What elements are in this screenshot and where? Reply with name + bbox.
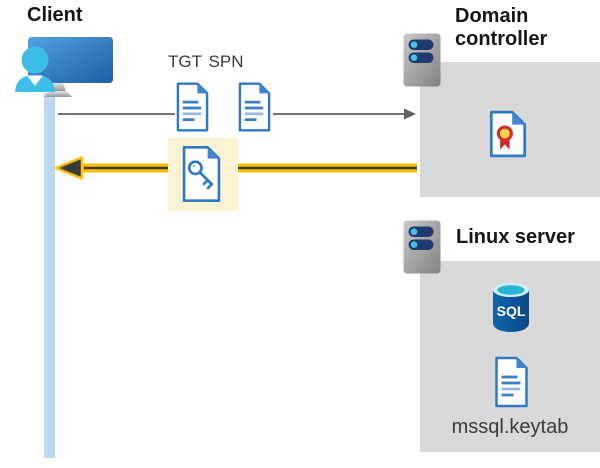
- spn-label: SPN: [208, 52, 244, 71]
- key-icon: [187, 160, 214, 190]
- client-icon: [15, 37, 113, 97]
- certificate-icon: [489, 110, 527, 158]
- client-lifeline: [44, 93, 55, 458]
- keytab-document-icon: [495, 356, 528, 408]
- person-icon: [15, 46, 55, 92]
- tgt-label: TGT: [168, 52, 202, 71]
- response-arrow-left: [54, 156, 417, 180]
- request-arrow-right: [58, 108, 416, 120]
- tgt-document-icon: [176, 82, 209, 132]
- domain-controller-label: Domain controller: [455, 5, 548, 50]
- sql-icon-text: SQL: [497, 303, 526, 319]
- linux-server-label: Linux server: [456, 226, 575, 248]
- sql-database-icon: SQL: [493, 283, 529, 332]
- keytab-filename-label: mssql.keytab: [451, 416, 569, 438]
- spn-document-icon: [238, 82, 271, 132]
- linux-server-icon: [403, 220, 441, 274]
- key-ticket-icon: [182, 146, 221, 202]
- client-label: Client: [27, 4, 83, 26]
- dc-server-icon: [403, 33, 441, 87]
